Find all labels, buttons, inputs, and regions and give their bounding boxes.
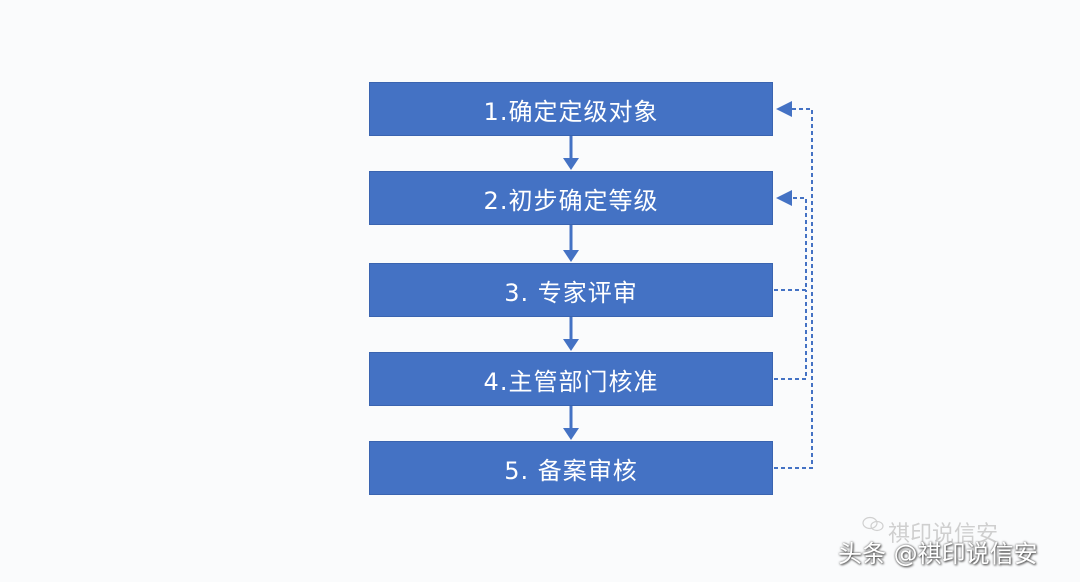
feedback-arrowhead-step2: [776, 190, 792, 206]
feedback-line-3-to-2: [774, 197, 807, 291]
arrow-head-2-to-3: [563, 250, 579, 262]
watermark-main-text: 头条 @祺印说信安: [838, 540, 1038, 568]
watermark-faded-text: 祺印说信安: [888, 522, 999, 547]
feedback-arrowhead-step1: [776, 101, 792, 117]
step-4-label: 4.主管部门核准: [483, 367, 659, 396]
step-5-label: 5. 备案审核: [504, 456, 638, 485]
step-2-box: 2.初步确定等级: [369, 171, 773, 225]
wechat-icon: [862, 516, 884, 532]
arrow-head-3-to-4: [563, 339, 579, 351]
step-2-label: 2.初步确定等级: [483, 186, 659, 215]
step-4-box: 4.主管部门核准: [369, 352, 773, 406]
arrow-head-1-to-2: [563, 158, 579, 170]
step-1-label: 1.确定定级对象: [483, 97, 659, 126]
feedback-line-5-to-1: [774, 108, 813, 469]
step-1-box: 1.确定定级对象: [369, 82, 773, 136]
feedback-dashed-lines: [774, 108, 813, 469]
feedback-line-4-to-2: [774, 290, 807, 380]
arrow-head-4-to-5: [563, 428, 579, 440]
step-5-box: 5. 备案审核: [369, 441, 773, 495]
step-3-box: 3. 专家评审: [369, 263, 773, 317]
step-3-label: 3. 专家评审: [504, 278, 638, 307]
